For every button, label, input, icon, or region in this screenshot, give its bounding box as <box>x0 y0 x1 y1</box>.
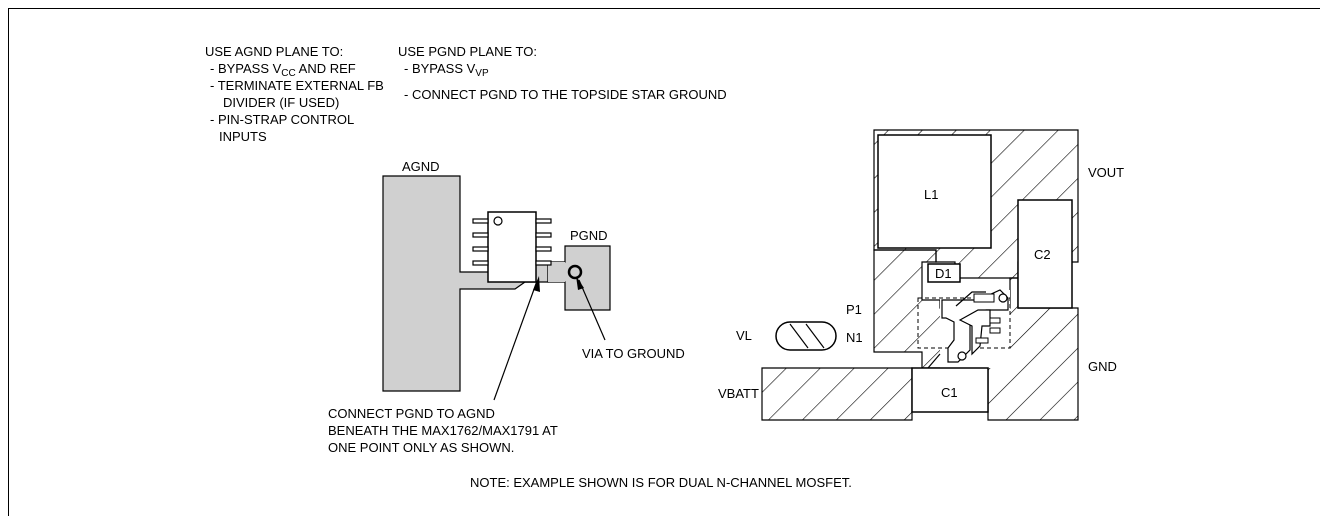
c1-label: C1 <box>941 385 958 400</box>
agnd-bypass-suffix: AND REF <box>296 61 356 76</box>
agnd-bypass-prefix: - BYPASS V <box>210 61 282 76</box>
pgnd-bypass-prefix: - BYPASS V <box>404 61 476 76</box>
agnd-notes-line3: DIVIDER (IF USED) <box>223 95 339 110</box>
p1-label: P1 <box>846 302 862 317</box>
pgnd-notes-heading: USE PGND PLANE TO: <box>398 44 537 59</box>
pgnd-bypass-sub: VP <box>475 68 489 79</box>
l1-inductor <box>877 134 992 249</box>
ic-package <box>472 211 552 283</box>
connect-line2: BENEATH THE MAX1762/MAX1791 AT <box>328 423 558 438</box>
agnd-notes: USE AGND PLANE TO: - BYPASS VCC AND REF … <box>205 44 384 144</box>
via-label: VIA TO GROUND <box>582 346 685 361</box>
vl-pad <box>775 321 837 351</box>
figure-frame <box>8 8 1320 516</box>
via-circle <box>567 264 583 280</box>
agnd-notes-line2: - TERMINATE EXTERNAL FB <box>210 78 384 93</box>
l1-label: L1 <box>924 187 938 202</box>
agnd-bypass-line: - BYPASS VCC AND REF <box>210 61 356 79</box>
connect-line3: ONE POINT ONLY AS SHOWN. <box>328 440 514 455</box>
c1-capacitor <box>911 367 989 413</box>
vbatt-label: VBATT <box>718 386 759 401</box>
vout-label: VOUT <box>1088 165 1124 180</box>
via-arrow <box>576 276 606 341</box>
mosfet-footprint <box>917 289 1011 369</box>
gnd-label: GND <box>1088 359 1117 374</box>
pgnd-notes: USE PGND PLANE TO: - BYPASS VVP - CONNEC… <box>398 44 727 102</box>
n1-label: N1 <box>846 330 863 345</box>
agnd-notes-line4: - PIN-STRAP CONTROL <box>210 112 354 127</box>
agnd-label: AGND <box>402 159 440 174</box>
vl-label: VL <box>736 328 752 343</box>
d1-diode <box>927 263 961 283</box>
agnd-plane <box>382 175 549 392</box>
c2-capacitor <box>1017 199 1073 309</box>
footnote: NOTE: EXAMPLE SHOWN IS FOR DUAL N-CHANNE… <box>470 475 852 490</box>
d1-label: D1 <box>935 266 952 281</box>
c2-label: C2 <box>1034 247 1051 262</box>
pgnd-notes-line2: - CONNECT PGND TO THE TOPSIDE STAR GROUN… <box>404 87 727 102</box>
vbatt-plane <box>761 367 913 421</box>
pgnd-label: PGND <box>570 228 608 243</box>
connect-note: CONNECT PGND TO AGND BENEATH THE MAX1762… <box>328 406 558 455</box>
connect-arrow <box>493 276 540 401</box>
connect-line1: CONNECT PGND TO AGND <box>328 406 495 421</box>
agnd-notes-heading: USE AGND PLANE TO: <box>205 44 343 59</box>
pgnd-bypass-line: - BYPASS VVP <box>404 61 489 79</box>
agnd-notes-line5: INPUTS <box>219 129 267 144</box>
agnd-bypass-sub: CC <box>281 68 295 79</box>
